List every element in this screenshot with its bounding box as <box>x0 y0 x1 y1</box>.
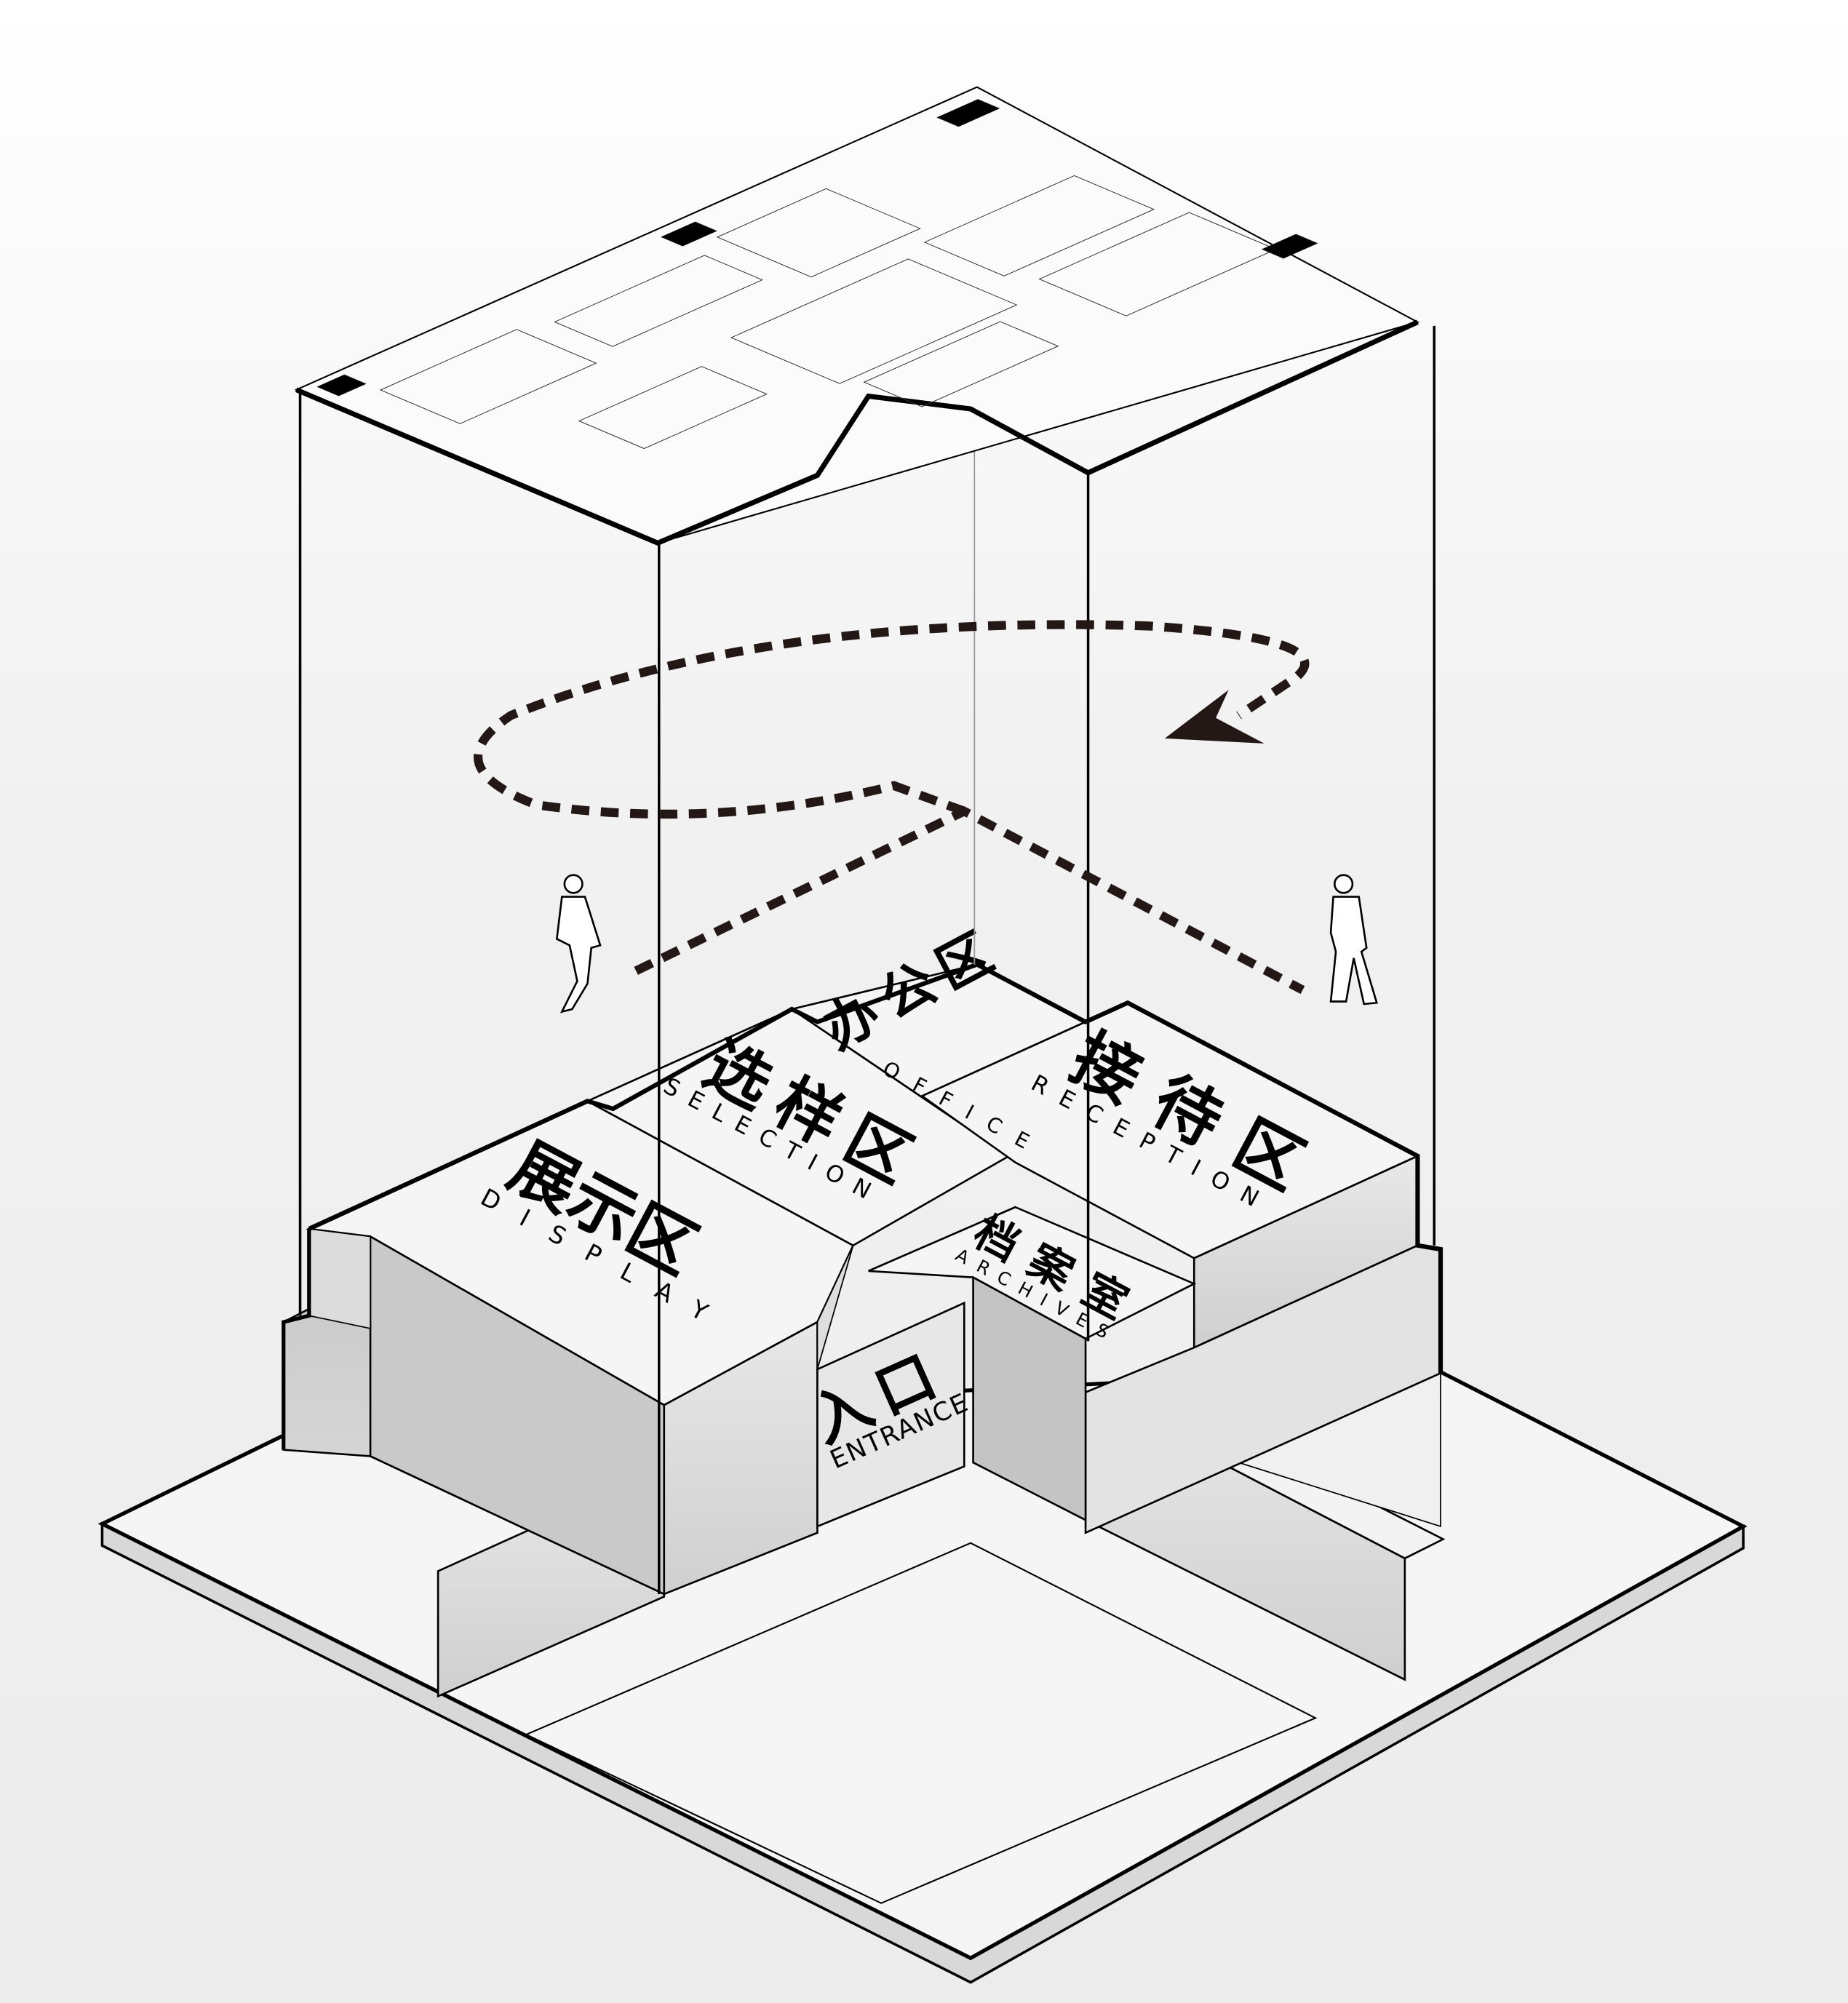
arrow-head-icon <box>1164 690 1264 744</box>
zone-blocks <box>282 962 1443 1596</box>
projection-lines <box>298 325 1436 1594</box>
circulation-path <box>473 620 1310 995</box>
person-figure-left-icon <box>555 874 602 1014</box>
floor-plan <box>294 86 1420 546</box>
person-figure-right-icon <box>1329 874 1378 1006</box>
